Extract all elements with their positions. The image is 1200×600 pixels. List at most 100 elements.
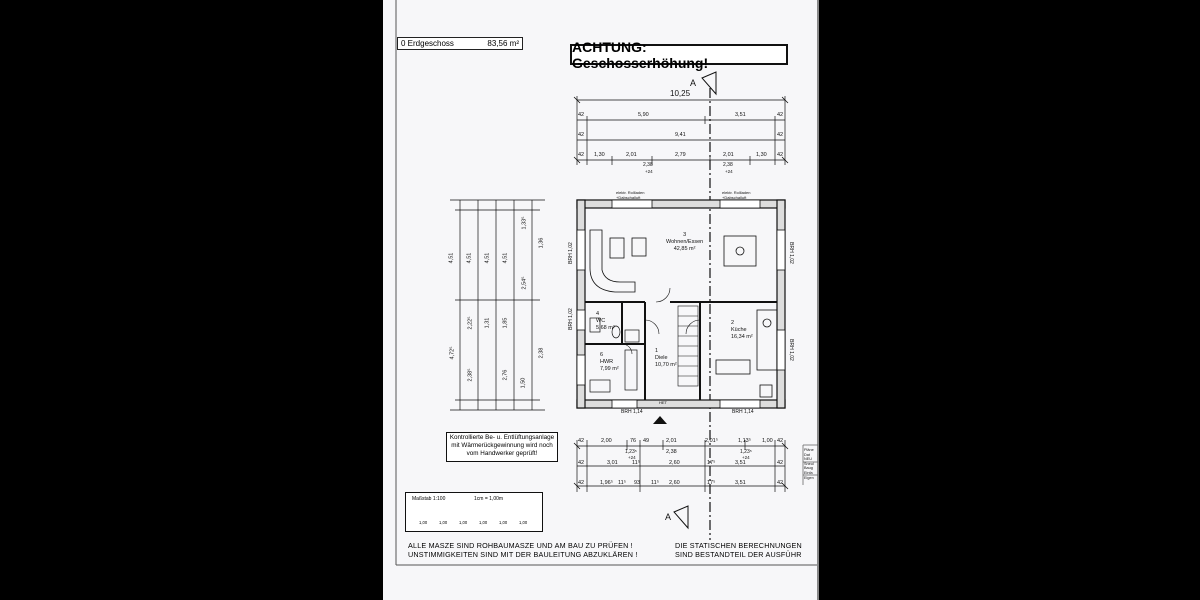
dim-top-r1: 5,90 xyxy=(638,112,649,118)
brh-label: BRH 1,14 xyxy=(732,409,754,415)
dim-top-r1: 42 xyxy=(777,112,784,118)
dim-top-sub2: +24 xyxy=(725,169,733,174)
room-number: 4 xyxy=(596,311,600,317)
scale-tick: 1,00 xyxy=(439,520,448,525)
dim-bottom-r2: 2,60 xyxy=(669,460,680,466)
exterior-walls xyxy=(576,199,786,409)
room-area: 16,34 m² xyxy=(731,334,753,340)
brh-label: BRH 1,14 xyxy=(621,409,643,415)
window-note: elektr. Rollladen+Dabschalluft xyxy=(616,190,645,200)
room-number: 3 xyxy=(683,232,687,238)
dim-left: 2,38 xyxy=(538,347,545,359)
room-number: 6 xyxy=(600,352,604,358)
dim-bottom-r3: 42 xyxy=(777,480,784,486)
dim-top-sub: 2,38 xyxy=(643,162,653,168)
vent-note-line: vom Handwerker geprüft! xyxy=(466,450,538,457)
staircase xyxy=(677,305,699,387)
dim-left: 2,22⁵ xyxy=(467,316,474,330)
dim-bottom-r3: 3,51 xyxy=(735,480,746,486)
dim-bottom-r1: 42 xyxy=(578,438,585,444)
dim-bottom-sub: 1,23⁵ xyxy=(740,449,752,455)
room-name: HWR xyxy=(600,359,614,365)
scale-tick: 1,00 xyxy=(459,520,468,525)
footer-line: SIND BESTANDTEIL DER AUSFÜHR xyxy=(675,550,802,559)
dim-top-r3: 1,30 xyxy=(756,152,767,158)
dim-bottom-r1: 42 xyxy=(777,438,784,444)
dimension-ticks xyxy=(573,96,789,490)
room-name: Wohnen/Essen xyxy=(666,239,704,245)
dim-top-r2: 9,41 xyxy=(675,132,686,138)
dim-bottom-sub: +24 xyxy=(628,455,636,460)
room-hall: 1 Diele 10,70 m² xyxy=(655,348,677,369)
brh-label: BRH 1,02 xyxy=(567,242,574,264)
brh-label: BRH 1,02 xyxy=(787,339,794,361)
dim-top-r3: 2,01 xyxy=(626,152,637,158)
scale-label: Maßstab 1:100 xyxy=(412,496,446,502)
dim-bottom-r1: 2,00 xyxy=(601,438,612,444)
scale-legend: Maßstab 1:100 1cm = 1,00m 1,00 1,00 1,00… xyxy=(405,492,543,532)
section-arrow-bottom xyxy=(673,505,689,530)
dim-left: 4,51 xyxy=(502,252,509,264)
dim-bottom-r1: 1,13⁵ xyxy=(738,438,751,444)
dim-left: 4,72⁵ xyxy=(449,346,456,360)
room-kitchen: 2 Küche 16,34 m² xyxy=(731,320,753,341)
room-name: Diele xyxy=(655,355,668,361)
brh-label: BRH 1,02 xyxy=(787,242,794,264)
footer-right: DIE STATISCHEN BERECHNUNGEN SIND BESTAND… xyxy=(675,541,817,559)
dim-bottom-r1: 2,01⁵ xyxy=(705,438,718,444)
dim-left: 4,51 xyxy=(448,252,455,264)
scale-tick: 1,00 xyxy=(519,520,528,525)
top-dimension-lines xyxy=(576,96,786,165)
dim-left: 1,33⁵ xyxy=(521,216,528,230)
dim-bottom-r2: 42 xyxy=(777,460,784,466)
dim-left: 2,38⁵ xyxy=(467,368,474,382)
entrance-marker xyxy=(653,416,667,424)
door-swings xyxy=(621,287,701,355)
dim-bottom-r3: 17⁵ xyxy=(707,480,716,486)
dim-bottom-sub: +24 xyxy=(742,455,750,460)
dim-left: 1,36 xyxy=(538,237,545,249)
dim-left: 1,85 xyxy=(502,317,509,329)
room-area: 42,85 m² xyxy=(673,246,696,252)
dim-left: 2,54⁵ xyxy=(521,276,528,290)
dim-top-r3: 2,79 xyxy=(675,152,686,158)
scale-tick: 1,00 xyxy=(499,520,508,525)
dim-bottom-r2: 11⁵ xyxy=(632,460,640,466)
vent-note-line: Kontrollierte Be- u. Entlüftungsanlage xyxy=(449,434,555,441)
dim-bottom-sub: 2,38 xyxy=(666,449,677,455)
room-name: WC xyxy=(596,318,606,324)
dim-bottom-r3: 11⁵ xyxy=(618,480,626,486)
kitchen-furniture xyxy=(715,309,778,398)
dim-top-r1: 3,51 xyxy=(735,112,746,118)
footer-line: DIE STATISCHEN BERECHNUNGEN xyxy=(675,541,802,550)
dim-bottom-sub: 1,23⁵ xyxy=(625,449,637,455)
dim-top-r3: 2,01 xyxy=(723,152,734,158)
room-number: 1 xyxy=(655,348,659,354)
room-area: 5,68 m² xyxy=(596,325,615,331)
dim-bottom-r2: 3,01 xyxy=(607,460,618,466)
dim-top-sub: 2,38 xyxy=(723,162,733,168)
floor-name: 0 Erdgeschoss xyxy=(401,39,454,48)
floor-area: 83,56 m² xyxy=(487,39,519,48)
windows xyxy=(576,199,786,409)
room-number: 2 xyxy=(731,320,735,326)
dim-bottom-r2: 17⁵ xyxy=(707,460,716,466)
title-block-lines xyxy=(802,444,818,485)
scale-tick: 1,00 xyxy=(479,520,488,525)
dim-top-r1: 42 xyxy=(578,112,585,118)
dim-bottom-r1: 76 xyxy=(630,438,637,444)
dim-left: 1,50 xyxy=(520,377,527,389)
window-note: elektr. Rollladen+Dabschalluft xyxy=(722,190,751,200)
left-dimension-lines xyxy=(450,199,545,411)
room-hwr: 6 HWR 7,99 m² xyxy=(600,352,619,373)
room-area: 7,99 m² xyxy=(600,366,619,372)
interior-walls xyxy=(585,301,777,400)
dim-bottom-r1: 49 xyxy=(643,438,650,444)
living-furniture xyxy=(589,229,757,293)
dim-overall: 10,25 xyxy=(670,89,691,98)
title-block: Pläne Dat NEU Sneul Baug Einfa Eigen xyxy=(804,448,814,480)
warning-text: ACHTUNG: Geschosserhöhung! xyxy=(572,38,709,71)
dim-left: 1,31 xyxy=(484,317,491,329)
footer-line: UNSTIMMIGKEITEN SIND MIT DER BAULEITUNG … xyxy=(408,550,638,559)
